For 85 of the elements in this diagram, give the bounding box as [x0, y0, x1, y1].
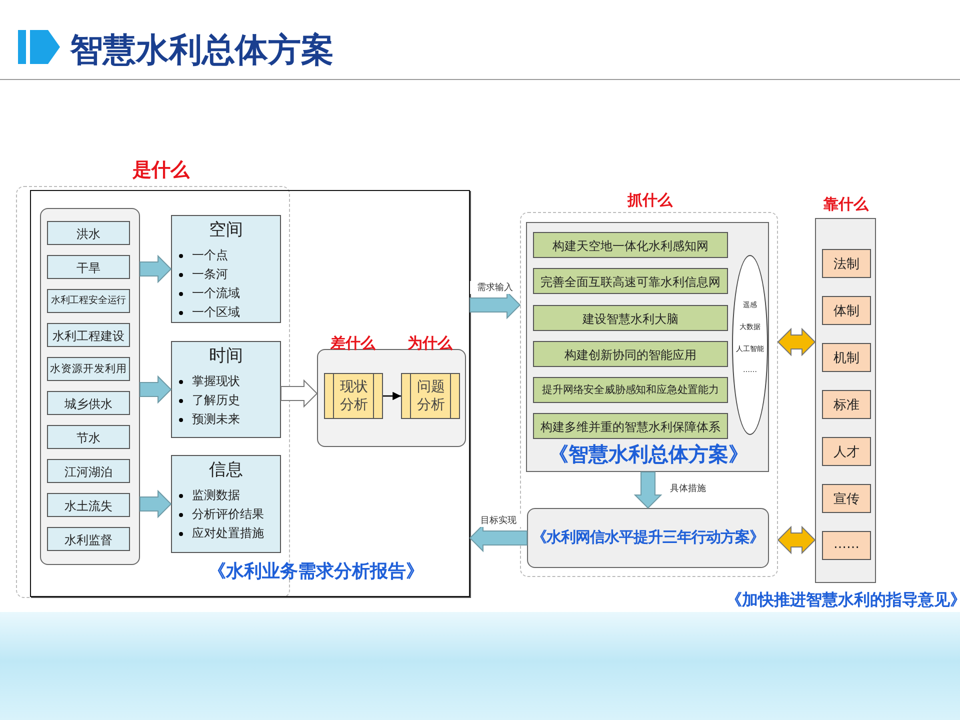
block-arrow: [777, 328, 816, 356]
item-box: [47, 323, 130, 347]
box-label: 建设智慧水利大脑: [582, 311, 680, 328]
task-box: [533, 268, 728, 294]
box-label: 宣传: [832, 491, 860, 508]
block-arrow: [777, 526, 816, 554]
document-title: 《智慧水利总体方案》: [548, 441, 750, 468]
bullet-item: 了解历史: [176, 391, 240, 410]
box-label: 机制: [832, 350, 860, 367]
panel: [40, 208, 140, 565]
box-label: 干旱: [76, 260, 102, 277]
section-heading: 靠什么: [822, 195, 870, 214]
block-arrow: [140, 490, 172, 518]
box-label: 体制: [832, 303, 860, 320]
task-box: [533, 377, 728, 403]
box-label: 提升网络安全威胁感知和应急处置能力: [541, 383, 720, 397]
category-box: [171, 455, 281, 553]
title: 智慧水利总体方案: [70, 29, 334, 71]
category-box: [171, 215, 281, 323]
bullet-item: 一条河: [176, 265, 240, 284]
box-label: 标准: [832, 397, 860, 414]
box-label: 人才: [832, 444, 860, 461]
panel: [526, 222, 769, 472]
task-box: [533, 413, 728, 439]
box-label: 法制: [832, 256, 860, 273]
box-label: 节水: [76, 430, 102, 447]
box-label: 江河湖泊: [64, 464, 114, 481]
box-label: 完善全面互联高速可靠水利信息网: [540, 274, 722, 291]
item-box: [47, 391, 130, 415]
box-label: ……: [832, 537, 860, 552]
item-box: [47, 221, 130, 245]
step-heading: 为什么: [406, 334, 454, 353]
box-heading: 空间: [208, 219, 244, 241]
bullet-item: 掌握现状: [176, 372, 240, 391]
item-box: [47, 425, 130, 449]
task-box: [533, 232, 728, 258]
box-label: 水土流失: [64, 498, 114, 515]
bullet-item: 一个流域: [176, 284, 240, 303]
box-label: 现状分析: [339, 378, 369, 414]
block-arrow: [140, 375, 172, 404]
item-box: [47, 527, 130, 551]
item-box: [47, 289, 130, 313]
box-label: 水利工程建设: [52, 328, 126, 345]
item-box: [47, 493, 130, 517]
item-box: [47, 357, 130, 381]
bullet-item: 监测数据: [176, 486, 264, 505]
task-box: [533, 341, 728, 367]
support-box: [822, 296, 871, 325]
support-box: [822, 390, 871, 419]
plan-box: [527, 508, 769, 568]
category-box: [171, 341, 281, 438]
box-label: 构建多维并重的智慧水利保障体系: [540, 419, 722, 436]
block-arrow: [140, 254, 172, 284]
section-heading: 抓什么: [626, 191, 674, 210]
box-label: 水资源开发利用: [49, 362, 128, 376]
item-box: [47, 255, 130, 279]
document-title: 《加快推进智慧水利的指导意见》: [726, 590, 956, 611]
bullet-item: 预测未来: [176, 410, 240, 429]
bullet-item: 一个点: [176, 246, 240, 265]
section-heading: 是什么: [132, 158, 191, 183]
box-label: 水利监督: [64, 532, 114, 549]
arrow: [383, 392, 401, 400]
bullet-item: 一个区域: [176, 303, 240, 322]
box-label: 构建创新协同的智能应用: [564, 347, 698, 364]
support-box: [822, 437, 871, 466]
box-heading: 信息: [208, 459, 244, 481]
box-label: 构建天空地一体化水利感知网: [552, 238, 710, 255]
task-box: [533, 305, 728, 331]
bullet-item: 应对处置措施: [176, 524, 264, 543]
box-label: 水利工程安全运行: [50, 294, 128, 307]
document-title: 《水利业务需求分析报告》: [207, 560, 425, 583]
box-label: 问题分析: [416, 378, 446, 414]
box-label: 洪水: [76, 226, 102, 243]
block-arrow: [280, 379, 318, 408]
support-box: [822, 249, 871, 278]
box-label: 城乡供水: [64, 396, 114, 413]
block-arrow: [634, 472, 662, 509]
step-heading: 差什么: [329, 334, 377, 353]
item-box: [47, 459, 130, 483]
support-box: [822, 484, 871, 513]
box-heading: 时间: [208, 345, 244, 367]
document-title: 《水利网信水平提升三年行动方案》: [531, 528, 765, 547]
support-box: [822, 343, 871, 372]
bullet-item: 分析评价结果: [176, 505, 264, 524]
support-box: [822, 531, 871, 560]
